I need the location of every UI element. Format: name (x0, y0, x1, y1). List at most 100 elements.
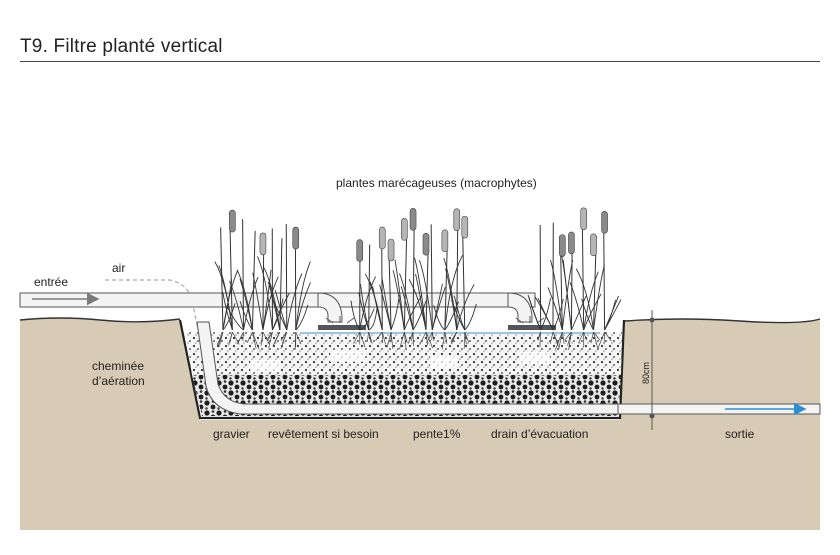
page-title: T9. Filtre planté vertical (20, 36, 223, 57)
reed-seedhead (441, 229, 449, 253)
reed-leaf (583, 271, 599, 331)
distribution-plate (318, 325, 366, 330)
depth-dimension (649, 310, 655, 430)
reed-root (451, 331, 458, 344)
reed-leaf (528, 296, 542, 331)
reed-root (593, 331, 601, 341)
reed-root (217, 331, 224, 346)
reed-leaf (419, 259, 433, 331)
reed-root (425, 331, 428, 346)
reed-root (441, 331, 446, 350)
reed-root (359, 331, 366, 348)
reed-root (564, 331, 572, 341)
reed-root (425, 331, 433, 349)
reed-root (403, 331, 408, 343)
inlet-label: entrée (34, 275, 68, 289)
reed-leaf (453, 295, 466, 331)
reed-leaf (243, 276, 259, 331)
reed-leaf (295, 304, 309, 331)
reed-root (399, 331, 405, 350)
ground-surface-line (19, 317, 821, 324)
reed-leaf (286, 273, 303, 331)
reed-leaf (604, 295, 619, 331)
reed-root (266, 331, 273, 341)
soil (20, 318, 820, 530)
reed-leaf (222, 270, 238, 331)
reed-seedhead (580, 207, 587, 231)
reed-root (386, 331, 392, 348)
reed-root (464, 331, 470, 343)
chimney-label-line1: cheminée (92, 359, 144, 373)
reed-leaf (222, 291, 233, 331)
reed-leaf (569, 282, 585, 331)
reed-root (261, 331, 264, 341)
reed-leaf (263, 267, 281, 331)
reed-leaf (571, 295, 587, 331)
reed-root (549, 331, 554, 344)
reed-leaf (575, 268, 594, 331)
reed-seedhead (590, 233, 597, 257)
reed-root (426, 331, 433, 344)
reed-root (268, 331, 273, 349)
reed-root (539, 331, 541, 348)
reed-leaf (360, 283, 370, 331)
reed-leaf (534, 296, 554, 331)
reed-leaf (444, 254, 464, 331)
reed-root (463, 331, 466, 349)
basin-liner (178, 319, 626, 420)
reed-leaf (561, 255, 572, 331)
reed-root (252, 331, 257, 349)
reed-root (444, 331, 448, 344)
reed-leaf (547, 287, 563, 331)
reed-root (366, 331, 370, 342)
reed-leaf (295, 261, 311, 331)
slope-label: pente1% (413, 427, 461, 441)
plants-label: plantes marécageuses (macrophytes) (336, 176, 537, 190)
reed-leaf (236, 269, 253, 331)
title-divider (20, 61, 820, 62)
reed-seedhead (229, 209, 236, 233)
reed-stem (285, 224, 288, 331)
reed-leaf (218, 265, 233, 331)
reed-root (552, 331, 559, 345)
reed-stem (251, 230, 256, 331)
reed-leaf (226, 305, 244, 331)
reed-seedhead (259, 232, 267, 256)
reed-leaf (256, 256, 273, 331)
drain-label: drain d’évacuation (491, 427, 588, 441)
filter-texture (250, 350, 550, 372)
outlet-label: sortie (725, 427, 755, 441)
reed-stem (430, 224, 433, 331)
reed-leaf (368, 307, 378, 331)
reed-leaf (369, 281, 383, 331)
reed-seedhead (453, 208, 461, 232)
reed-root (242, 331, 244, 341)
splash-lines (325, 316, 545, 324)
reed-leaf (581, 298, 594, 331)
reed-root (583, 331, 587, 341)
reed-leaf (550, 259, 563, 331)
reed-root (419, 331, 427, 345)
reed-root (593, 331, 599, 350)
reed-root (558, 331, 563, 350)
reed-root (403, 331, 407, 348)
reed-leaf (593, 264, 605, 331)
drain-pipe (617, 403, 821, 415)
reed-seedhead (601, 211, 608, 234)
reed-leaf (379, 284, 392, 331)
reed-leaf (350, 300, 361, 331)
reed-leaf (229, 280, 244, 331)
reed-root (407, 331, 414, 344)
reed-root (262, 331, 271, 345)
reed-leaf (274, 290, 288, 331)
reed-leaf (604, 299, 622, 331)
reed-root (597, 331, 605, 349)
reed-leaf (252, 272, 264, 331)
chimney-label-line2: d’aération (92, 374, 145, 388)
gravel-label: gravier (213, 427, 250, 441)
reed-leaf (431, 287, 446, 331)
reed-root (273, 331, 281, 345)
reed-root (375, 331, 383, 341)
reed-root (280, 331, 288, 341)
